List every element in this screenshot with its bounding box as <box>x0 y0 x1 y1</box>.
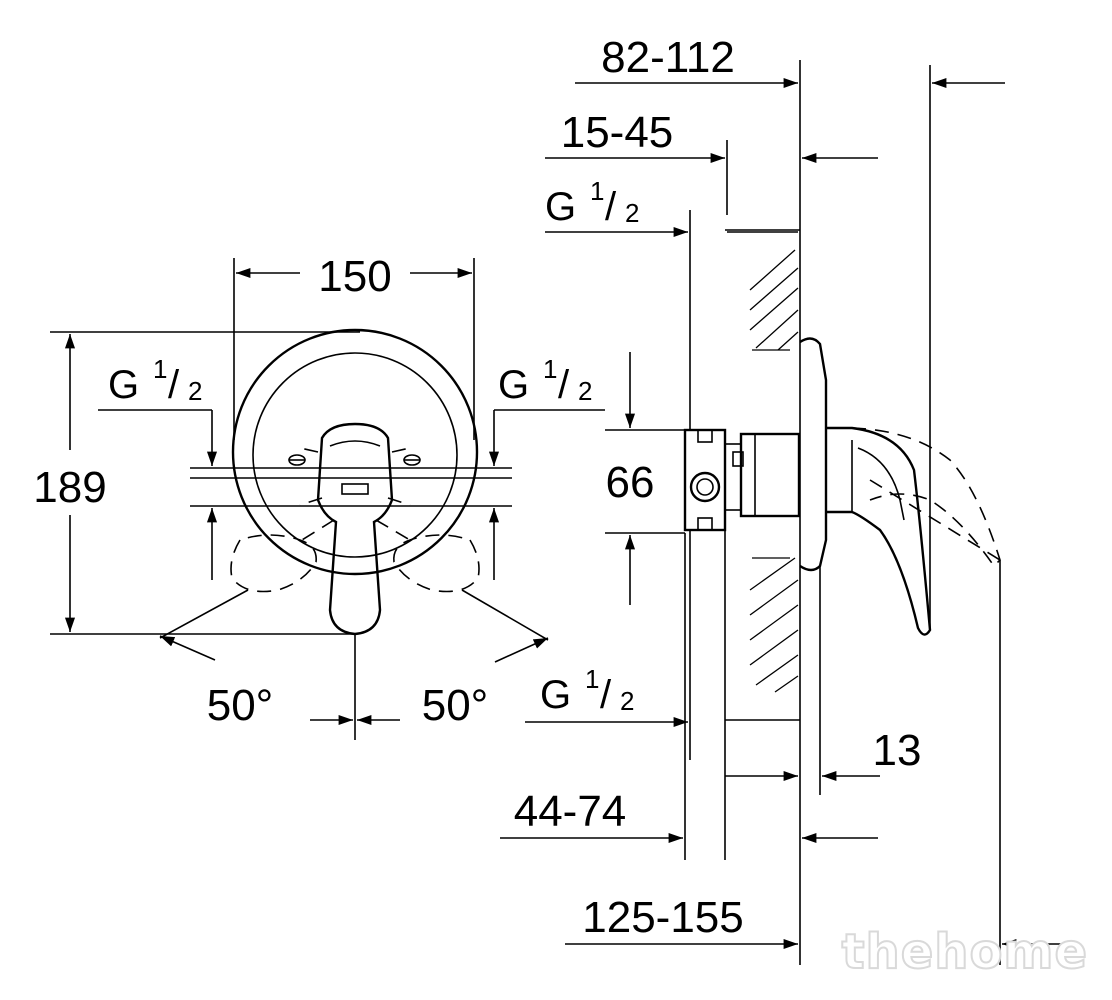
svg-text:/: / <box>168 363 180 407</box>
valve-port <box>689 471 721 503</box>
front-view: 150 189 G 1 / 2 G 1 / 2 <box>33 252 605 740</box>
dim-150-label: 150 <box>318 252 391 301</box>
svg-text:G: G <box>108 363 139 407</box>
dim-82-112-label: 82-112 <box>601 33 735 82</box>
swing-left <box>230 534 317 593</box>
svg-text:/: / <box>558 363 570 407</box>
wall-hatching-top <box>749 249 799 351</box>
rosette-outer <box>231 328 479 576</box>
watermark: thehome <box>842 924 1088 980</box>
svg-text:G: G <box>498 363 529 407</box>
lever-side <box>826 426 932 636</box>
logo-plate <box>341 483 369 495</box>
wall-hatching-bottom <box>749 557 799 693</box>
thread-left-label: G 1 / 2 <box>108 354 202 407</box>
rosette-profile <box>799 337 828 572</box>
svg-text:1: 1 <box>590 176 604 206</box>
svg-text:2: 2 <box>578 376 592 406</box>
thread-top-label: G 1 / 2 <box>545 176 639 229</box>
side-view: 82-112 15-45 G 1 / 2 66 G 1 / 2 <box>500 33 1062 965</box>
svg-text:2: 2 <box>188 376 202 406</box>
dim-44-74-label: 44-74 <box>514 787 627 836</box>
svg-text:1: 1 <box>543 354 557 384</box>
svg-text:2: 2 <box>625 198 639 228</box>
svg-text:2: 2 <box>620 686 634 716</box>
lever-side-dashed <box>851 427 1001 568</box>
cartridge <box>739 432 801 518</box>
angle-left-label: 50° <box>207 681 274 730</box>
rosette-inner <box>252 352 458 558</box>
angle-right-label: 50° <box>422 681 489 730</box>
lever-hidden-lines <box>299 447 411 541</box>
valve-body <box>683 428 727 532</box>
dim-66-label: 66 <box>606 458 655 507</box>
swing-right <box>393 534 480 593</box>
dim-189-label: 189 <box>33 463 106 512</box>
dim-125-155-label: 125-155 <box>582 893 743 942</box>
svg-text:G: G <box>540 673 571 717</box>
thread-right-label: G 1 / 2 <box>498 354 592 407</box>
lever-highlight <box>329 440 381 447</box>
dim-13-label: 13 <box>873 726 922 775</box>
thread-bottom-label: G 1 / 2 <box>540 664 634 717</box>
svg-text:1: 1 <box>153 354 167 384</box>
svg-text:G: G <box>545 185 576 229</box>
svg-text:1: 1 <box>585 664 599 694</box>
screw-left <box>288 454 306 466</box>
lever-handle <box>316 422 394 636</box>
svg-text:/: / <box>600 673 612 717</box>
svg-text:/: / <box>605 185 617 229</box>
screw-right <box>403 454 421 466</box>
dim-15-45-label: 15-45 <box>561 108 674 157</box>
